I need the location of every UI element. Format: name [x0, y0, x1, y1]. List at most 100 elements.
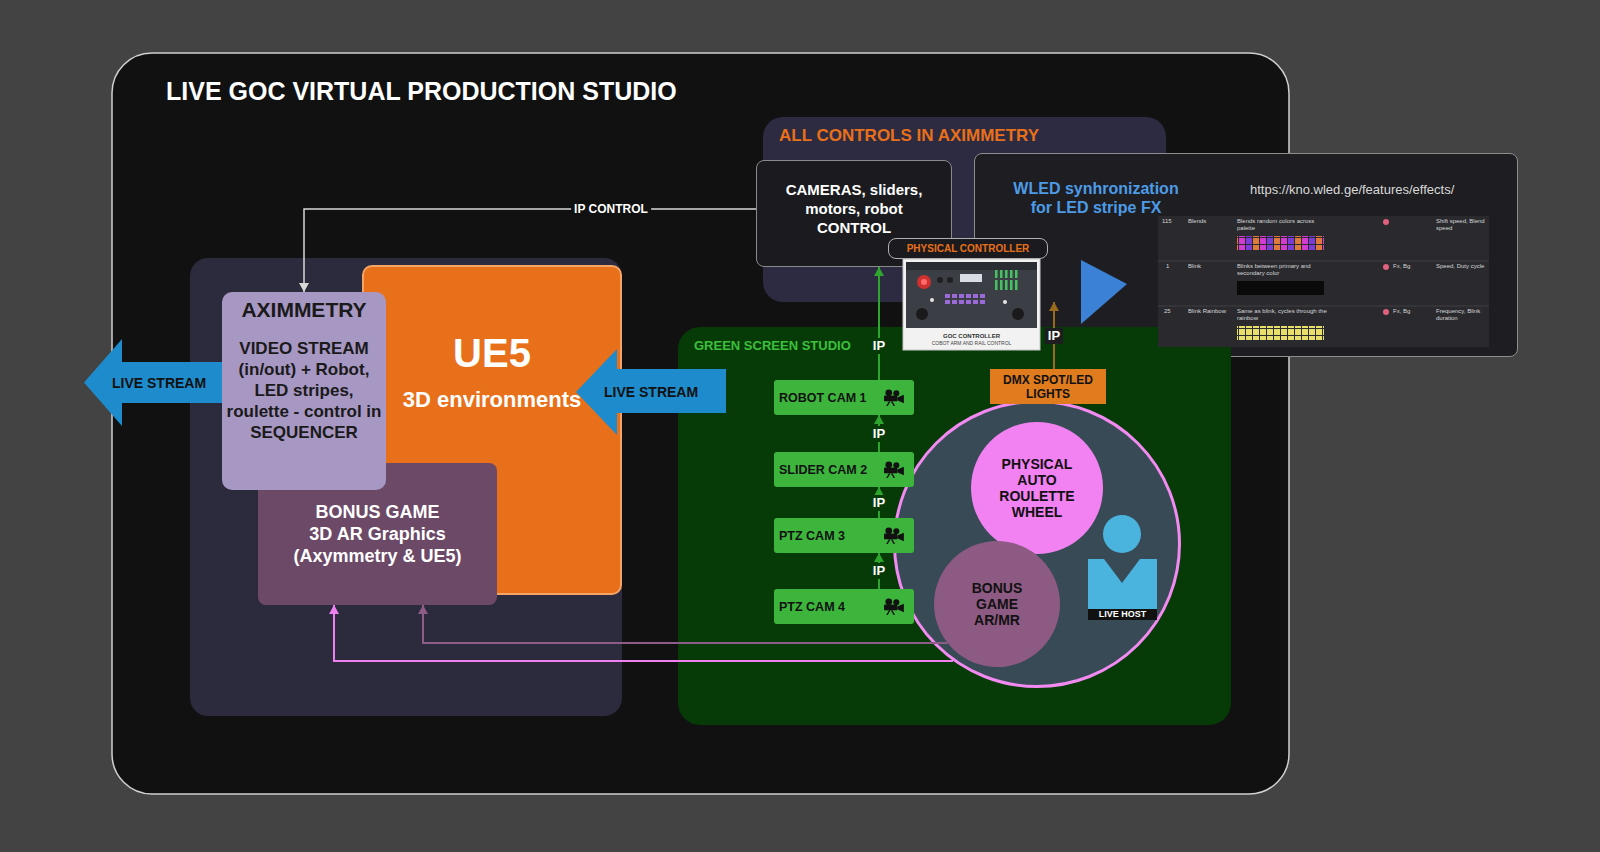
edge-label: IP: [870, 426, 888, 442]
studio-zone: GREEN SCREEN STUDIOLIVE HOSTPHYSICAL AUT…: [678, 327, 1231, 725]
table-cell: Blink: [1188, 263, 1234, 270]
arrow-head: [418, 605, 428, 614]
label-wrap: Frequency, Blink duration: [1436, 308, 1488, 322]
node-text: 3D AR Graphics (Axymmetry & UE5): [283, 523, 473, 567]
arrow-head: [299, 283, 309, 292]
node-text: CAMERAS, sliders, motors, robot CONTROL: [774, 180, 934, 237]
diagram-title: LIVE GOC VIRTUAL PRODUCTION STUDIO: [166, 77, 677, 105]
connector: [334, 605, 953, 661]
node-outline: [576, 349, 726, 435]
edge-label-wrap: IP CONTROL: [571, 202, 651, 217]
table-cell: Blink Rainbow: [1188, 308, 1234, 315]
label-wrap: Blends random colors across palette: [1237, 218, 1327, 232]
edge-label-wrap: IP: [870, 338, 888, 354]
palette-icon: [1383, 309, 1389, 315]
label-wrap: Fx, Bg: [1393, 263, 1427, 270]
label-wrap: Same as blink, cycles through the rainbo…: [1237, 308, 1327, 322]
camera-icon: [884, 598, 904, 615]
software-box: AXIMMETRY VIDEO STREAM (in/out) + Robot, …: [222, 292, 386, 490]
stream-arrow: LIVE STREAM: [84, 339, 235, 426]
stream-arrow: LIVE STREAM: [576, 349, 726, 435]
table-cell: 25: [1164, 308, 1184, 315]
emergency-knob-top: [921, 279, 927, 285]
host-head: [1103, 515, 1141, 553]
node-outline: [895, 402, 1180, 687]
edge-label: IP: [870, 338, 888, 354]
arrow-head: [329, 605, 339, 614]
camera-box: SLIDER CAM 2: [774, 452, 914, 487]
white-button: [930, 298, 934, 302]
label-wrap: Blinks between primary and secondary col…: [1237, 263, 1327, 277]
arrow-head: [874, 415, 884, 424]
table-cell: 115: [1162, 218, 1184, 225]
node-text: COBOT ARM AND RAIL CONTROL: [903, 340, 1040, 346]
joystick: [916, 308, 928, 320]
table-cell: Blends: [1188, 218, 1234, 225]
slider-bank: [994, 270, 1019, 290]
table-cell: Shift speed, Blend speed: [1436, 218, 1488, 232]
edge-label: IP: [870, 563, 888, 579]
node-text: LIVE STREAM: [112, 375, 206, 391]
camera-box: PTZ CAM 4: [774, 589, 914, 624]
node-text: BONUS GAME: [315, 501, 439, 523]
label-wrap: 25: [1164, 308, 1184, 315]
table-cell: Speed, Duty cycle: [1436, 263, 1488, 270]
node-text: GOC CONTROLLER: [903, 333, 1040, 340]
controller-node: PHYSICAL CONTROLLERGOC CONTROLLERCOBOT A…: [888, 238, 1048, 350]
controller-card: [903, 259, 1040, 350]
camera-icon: [884, 389, 904, 406]
table-rule: [1158, 261, 1489, 262]
label-wrap: Fx, Bg: [1393, 308, 1427, 315]
table-rule: [1158, 306, 1489, 307]
connector: [878, 267, 880, 380]
node-outline: [84, 339, 235, 426]
node-text: LIVE HOST: [1088, 609, 1157, 620]
effect-swatch: [1237, 281, 1324, 295]
node-text: PHYSICAL AUTO ROULETTE WHEEL: [987, 456, 1087, 520]
roulette-circle: PHYSICAL AUTO ROULETTE WHEEL: [971, 422, 1103, 554]
node-text: BONUS GAME AR/MR: [957, 580, 1037, 628]
node-text: PTZ CAM 3: [779, 529, 845, 543]
node-text: WLED synhronization for LED stripe FX: [1005, 179, 1187, 217]
label-wrap: Blink: [1188, 263, 1234, 270]
controller-strip: [906, 262, 1037, 270]
arrow-head: [874, 267, 884, 276]
table-cell: Fx, Bg: [1393, 263, 1427, 270]
node-text: SLIDER CAM 2: [779, 463, 867, 477]
effect-swatch: [1237, 236, 1324, 250]
node-text: LIVE STREAM: [604, 384, 698, 400]
small-knob: [947, 277, 953, 283]
node-text: https://kno.wled.ge/features/effects/: [1250, 182, 1454, 197]
node-text: VIDEO STREAM (in/out) + Robot, LED strip…: [226, 338, 382, 443]
game-circle: BONUS GAME AR/MR: [934, 541, 1060, 667]
connector: [304, 209, 756, 292]
edge-label-wrap: IP: [870, 426, 888, 442]
joystick: [1012, 308, 1024, 320]
software-panel: [190, 258, 622, 716]
edge-label-wrap: IP: [870, 563, 888, 579]
camera-box: PTZ CAM 3: [774, 518, 914, 553]
small-knob: [937, 277, 943, 283]
edge-label: IP: [1045, 328, 1063, 344]
label-wrap: Shift speed, Blend speed: [1436, 218, 1488, 232]
label-wrap: 115: [1162, 218, 1184, 225]
edge-label: IP CONTROL: [571, 202, 651, 217]
label-wrap: Speed, Duty cycle: [1436, 263, 1488, 270]
controller-display: [960, 274, 982, 282]
node-text: 3D environments: [403, 387, 582, 413]
table-cell: 1: [1166, 263, 1184, 270]
arrow-head: [1049, 302, 1059, 311]
node-text: AXIMMETRY: [241, 298, 366, 322]
node-text: DMX SPOT/LED LIGHTS: [996, 373, 1100, 401]
node-outline: [934, 541, 1060, 667]
table-cell: Fx, Bg: [1393, 308, 1427, 315]
label-wrap: Blends: [1188, 218, 1234, 225]
title-wrap: LIVE GOC VIRTUAL PRODUCTION STUDIO: [166, 77, 677, 105]
lights-box: DMX SPOT/LED LIGHTS: [990, 369, 1106, 404]
node-text: ROBOT CAM 1: [779, 391, 867, 405]
edge-label-wrap: IP: [870, 495, 888, 511]
node-text: UE5: [453, 331, 531, 375]
node-outline: [971, 422, 1103, 554]
